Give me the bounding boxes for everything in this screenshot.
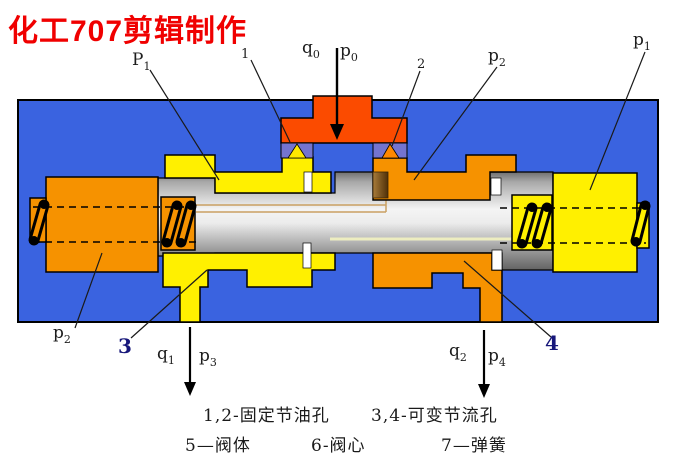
valve-body-yellow-upper — [164, 154, 332, 194]
right-spring-coil-1 — [516, 202, 538, 249]
inlet-flow-arrow-icon — [330, 48, 344, 140]
label-base: p — [488, 346, 499, 366]
label-p2-bottom: p2 — [53, 323, 71, 346]
label-base: p — [488, 46, 499, 66]
label-orifice-1: 1 — [241, 47, 250, 62]
label-sub: 2 — [498, 56, 506, 69]
leader-lines — [74, 51, 646, 339]
label-base: p — [340, 41, 351, 61]
clearance-slot — [303, 171, 313, 193]
label-orifice-2: 2 — [417, 57, 426, 72]
label-base: p — [633, 30, 644, 50]
left-end-cap — [45, 176, 159, 273]
label-p1-top-right: p1 — [633, 30, 651, 53]
orifice-2-cone — [381, 143, 400, 159]
label-p3: p3 — [199, 346, 217, 369]
clearance-slot — [302, 242, 312, 269]
clearance-slot — [491, 249, 503, 271]
label-p4: p4 — [488, 346, 506, 369]
label-p0: p0 — [340, 41, 358, 64]
legend-variable-orifices: 3,4-可变节流孔 — [371, 406, 498, 426]
label-sub: 0 — [312, 48, 320, 61]
legend-fixed-orifices: 1,2-固定节油孔 — [203, 406, 330, 426]
legend-spool: 6-阀心 — [311, 436, 366, 456]
label-base: q — [302, 38, 313, 58]
label-sub: 1 — [143, 60, 151, 73]
clearance-slot — [490, 177, 502, 196]
label-p2-top: p2 — [488, 46, 506, 69]
q2-flow-arrow-icon — [478, 330, 490, 398]
label-sub: 3 — [209, 356, 217, 369]
watermark-title: 化工707剪辑制作 — [8, 15, 248, 48]
q1-flow-arrow-icon — [184, 327, 196, 396]
label-sub: 4 — [498, 356, 506, 369]
label-q2: q2 — [449, 341, 467, 364]
label-orifice-4: 4 — [545, 331, 559, 355]
label-sub: 2 — [459, 351, 467, 364]
label-base: q — [157, 344, 168, 364]
label-base: P — [132, 50, 144, 70]
right-end-cap — [552, 172, 638, 273]
right-tab-spring-coil — [630, 200, 651, 247]
internal-channel — [372, 171, 389, 199]
label-q0: q0 — [302, 38, 320, 61]
left-spring-coil-2 — [175, 200, 197, 248]
label-sub: 2 — [63, 333, 71, 346]
label-orifice-3: 3 — [118, 334, 132, 358]
label-sub: 1 — [643, 40, 651, 53]
label-sub: 1 — [167, 354, 175, 367]
left-tab-spring-coil — [28, 199, 50, 246]
label-base: p — [199, 346, 210, 366]
legend-spring: 7—弹簧 — [441, 436, 507, 456]
label-sub: 0 — [350, 51, 358, 64]
orifice-1-cone — [287, 143, 307, 159]
label-base: p — [53, 323, 64, 343]
label-p1-top-left: P1 — [132, 50, 150, 73]
label-base: q — [449, 341, 460, 361]
legend-valve-body: 5—阀体 — [185, 436, 251, 456]
right-spring-coil-2 — [531, 202, 553, 249]
label-q1: q1 — [157, 344, 175, 367]
left-spring-coil-1 — [161, 200, 183, 248]
